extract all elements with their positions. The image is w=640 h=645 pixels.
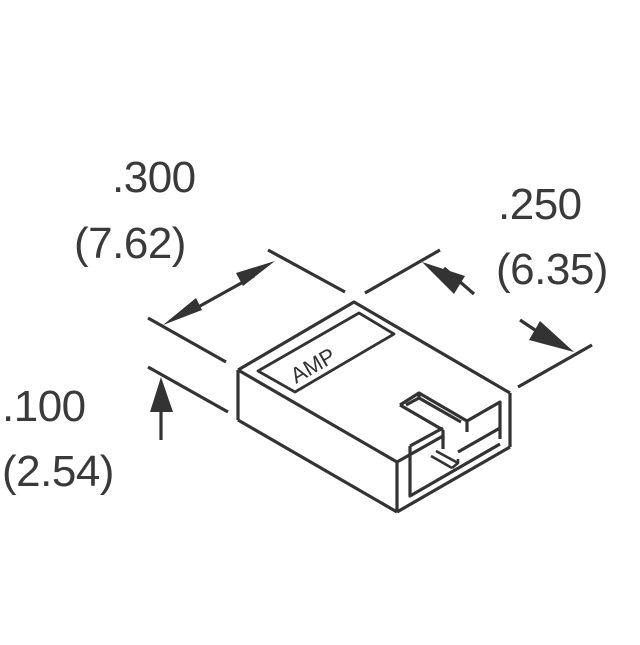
extension-lines: [147, 248, 593, 414]
amp-label-plate: [256, 311, 396, 394]
arrowhead-depth-bottom: [529, 321, 574, 352]
depth-inches-label: .250: [498, 180, 582, 229]
top-slot: [399, 391, 502, 449]
connector-body: [236, 300, 512, 514]
arrowhead-height: [150, 377, 173, 412]
arrowhead-width-left: [163, 298, 202, 325]
arrowhead-width-right: [236, 261, 275, 286]
width-mm-label: (7.62): [74, 219, 186, 268]
height-mm-label: (2.54): [2, 447, 114, 496]
width-inches-label: .300: [112, 153, 196, 202]
depth-mm-label: (6.35): [496, 245, 608, 294]
front-opening: [408, 426, 501, 498]
height-inches-label: .100: [2, 382, 86, 431]
arrowhead-depth-top: [422, 262, 465, 294]
